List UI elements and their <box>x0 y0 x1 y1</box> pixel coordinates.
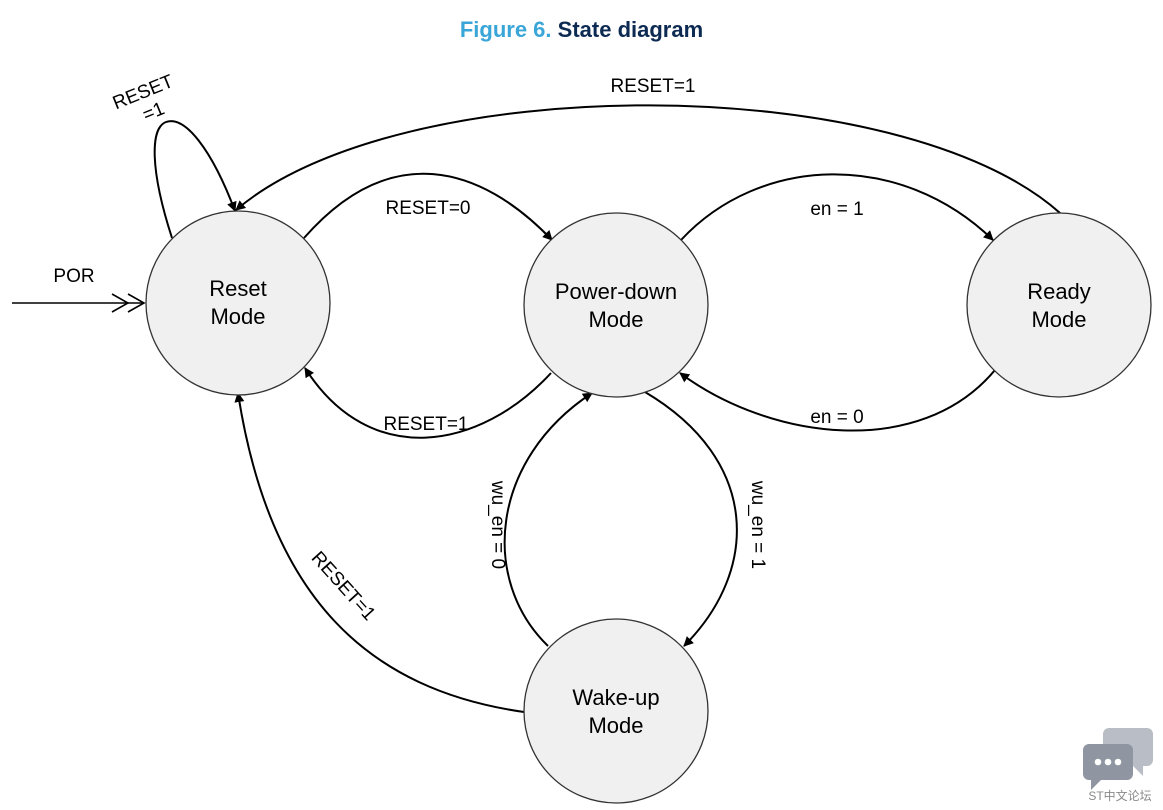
edge-ready-to-reset <box>235 104 1061 214</box>
state-ready-label-line2: Mode <box>1031 307 1086 332</box>
state-reset-label-line1: Reset <box>209 276 266 301</box>
state-reset-label-line2: Mode <box>210 304 265 329</box>
state-powerdown-label-line2: Mode <box>588 307 643 332</box>
state-ready: Ready Mode <box>966 212 1152 398</box>
state-wakeup-label-line2: Mode <box>588 713 643 738</box>
figure-name: State diagram <box>557 17 704 42</box>
powerdown-to-ready-label: en = 1 <box>810 199 863 220</box>
state-reset-circle <box>145 210 331 396</box>
wakeup-to-powerdown-label: wu_en = 0 <box>487 480 508 569</box>
edge-powerdown-to-wakeup <box>644 391 738 647</box>
ready-to-reset-label: RESET=1 <box>610 76 695 97</box>
figure-title: Figure 6. State diagram <box>0 17 1163 43</box>
edge-powerdown-to-reset <box>304 367 552 439</box>
wakeup-to-reset-label: RESET=1 <box>307 548 379 625</box>
state-reset: Reset Mode <box>145 210 331 396</box>
chat-bubbles-icon <box>1083 728 1153 790</box>
powerdown-to-wakeup-label: wu_en = 1 <box>747 480 768 569</box>
por-label: POR <box>53 266 94 287</box>
powerdown-to-reset-label: RESET=1 <box>383 414 468 435</box>
edge-wakeup-to-powerdown <box>503 392 593 647</box>
ready-to-powerdown-label: en = 0 <box>810 407 863 428</box>
edge-reset-self <box>153 120 237 239</box>
state-powerdown-label-line1: Power-down <box>555 279 677 304</box>
watermark-text: ST中文论坛 <box>1088 789 1152 803</box>
reset-to-powerdown-label: RESET=0 <box>385 198 470 219</box>
figure-number: Figure 6. <box>459 17 552 42</box>
state-powerdown: Power-down Mode <box>523 212 709 398</box>
state-ready-label-line1: Ready <box>1027 279 1091 304</box>
edge-ready-to-powerdown <box>679 369 996 432</box>
state-powerdown-circle <box>523 212 709 398</box>
state-wakeup-circle <box>523 618 709 804</box>
edge-wakeup-to-reset <box>234 392 525 713</box>
state-wakeup: Wake-up Mode <box>523 618 709 804</box>
edge-powerdown-to-ready <box>680 173 994 241</box>
por-arrow <box>12 293 146 313</box>
reset-self-label: RESET =1 <box>110 69 189 134</box>
edge-reset-to-powerdown <box>303 172 553 241</box>
state-ready-circle <box>966 212 1152 398</box>
state-wakeup-label-line1: Wake-up <box>572 685 659 710</box>
